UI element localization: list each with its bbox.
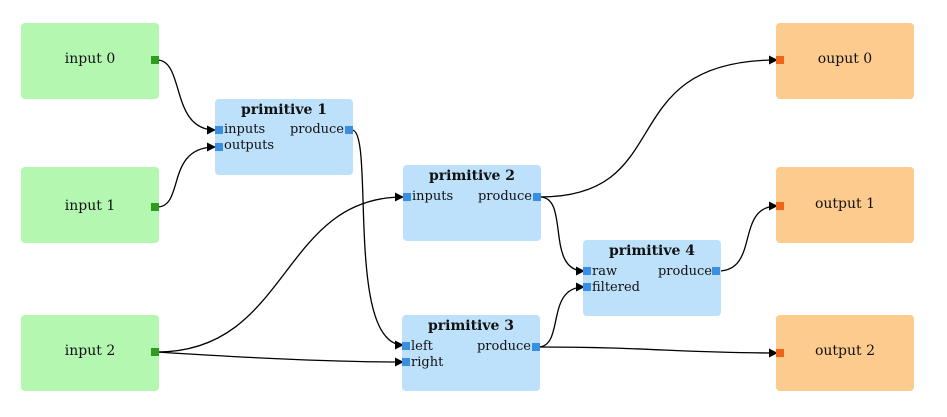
port-label-produce: produce [476, 339, 531, 354]
port-label-left: left [411, 339, 433, 354]
prim3-port-produce[interactable] [532, 343, 540, 351]
prim1-port-produce[interactable] [345, 126, 353, 134]
edge-prim2-output0 [539, 55, 778, 198]
primitive-title: primitive 2 [428, 168, 516, 184]
input-port-1[interactable] [151, 203, 159, 211]
edge-prim3-prim4-filtered [537, 282, 585, 348]
output-node-label: output 2 [814, 343, 876, 359]
edge-prim3-output2 [537, 346, 778, 358]
prim3-port-left[interactable] [402, 342, 410, 350]
prim4-port-filtered[interactable] [583, 283, 591, 291]
port-label-right: right [411, 355, 444, 370]
output-node-label: ouput 0 [817, 51, 873, 67]
port-label-filtered: filtered [592, 280, 640, 295]
input-node-label: input 1 [64, 198, 116, 214]
edge-prim4-output1 [717, 201, 778, 272]
primitive-node-2[interactable]: primitive 2 inputs produce [403, 165, 541, 241]
edge-input1-prim1-outputs [156, 142, 216, 208]
port-label-inputs: inputs [412, 189, 454, 204]
output-port-1[interactable] [776, 202, 784, 210]
input-node-0[interactable]: input 0 [21, 23, 159, 99]
prim2-port-produce[interactable] [533, 193, 541, 201]
primitive-node-1[interactable]: primitive 1 inputs outputs produce [215, 99, 353, 175]
primitive-node-3[interactable]: primitive 3 left right produce [402, 315, 540, 391]
port-label-produce: produce [477, 189, 532, 204]
prim3-port-right[interactable] [402, 358, 410, 366]
input-node-label: input 2 [64, 343, 116, 359]
port-label-produce: produce [657, 264, 712, 279]
prim4-port-raw[interactable] [583, 267, 591, 275]
edge-input2-prim3-right [156, 351, 404, 367]
port-label-raw: raw [592, 264, 618, 279]
output-node-1[interactable]: output 1 [776, 167, 914, 243]
output-node-0[interactable]: ouput 0 [776, 23, 914, 99]
primitive-title: primitive 3 [427, 318, 515, 334]
input-node-2[interactable]: input 2 [21, 315, 159, 391]
primitive-node-4[interactable]: primitive 4 raw filtered produce [583, 240, 721, 316]
primitive-title: primitive 1 [240, 102, 328, 118]
input-node-1[interactable]: input 1 [21, 167, 159, 243]
prim4-port-produce[interactable] [712, 267, 720, 275]
port-label-inputs: inputs [224, 122, 266, 137]
port-label-outputs: outputs [224, 138, 275, 153]
edge-prim1-prim3-left [351, 129, 404, 350]
output-node-2[interactable]: output 2 [776, 315, 914, 391]
prim1-port-inputs[interactable] [215, 126, 223, 134]
edge-prim2-prim4-raw [539, 196, 585, 276]
edge-input0-prim1-inputs [156, 59, 216, 135]
input-node-label: input 0 [64, 51, 116, 67]
input-port-2[interactable] [151, 348, 159, 356]
output-port-2[interactable] [776, 349, 784, 357]
port-label-produce: produce [289, 122, 344, 137]
primitive-title: primitive 4 [608, 243, 696, 259]
output-node-label: output 1 [814, 196, 876, 212]
input-port-0[interactable] [151, 56, 159, 64]
edge-input2-prim2-inputs [156, 192, 404, 353]
output-port-0[interactable] [776, 56, 784, 64]
prim1-port-outputs[interactable] [215, 143, 223, 151]
prim2-port-inputs[interactable] [403, 193, 411, 201]
